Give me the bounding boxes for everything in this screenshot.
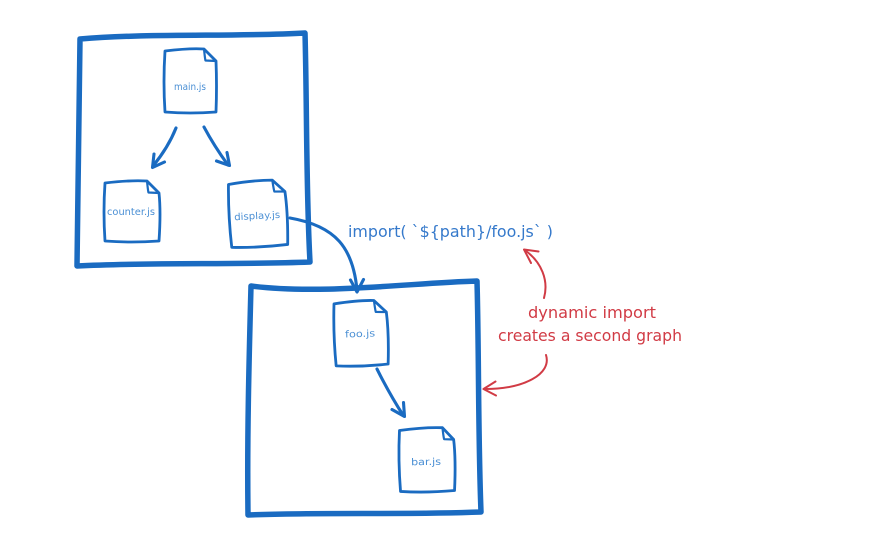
file-label-bar-js: bar.js	[411, 457, 441, 469]
file-fold-corner	[372, 299, 388, 314]
arrow-shaft	[484, 354, 548, 390]
file-outline	[102, 179, 162, 244]
file-fold-corner	[441, 426, 455, 441]
annotation-line-2: creates a second graph	[498, 326, 682, 345]
file-outline	[397, 426, 457, 494]
arrow-shaft	[151, 126, 178, 168]
static-import-graph: main.js counter.js display.js	[74, 30, 313, 269]
dynamic-import-arrow	[288, 216, 366, 294]
file-outline	[227, 178, 290, 249]
dynamic-import-graph: foo.js bar.js	[244, 278, 484, 518]
file-outline	[332, 299, 390, 368]
arrow-main-to-counter	[150, 126, 178, 170]
arrow-shaft	[375, 367, 405, 417]
file-label-foo-js: foo.js	[345, 328, 375, 340]
file-icon-foo-js: foo.js	[332, 299, 390, 368]
static-graph-box	[74, 30, 313, 269]
arrowhead	[482, 380, 497, 397]
arrow-main-to-display	[202, 125, 232, 168]
file-label-counter-js: counter.js	[107, 207, 155, 218]
arrowhead	[150, 152, 167, 170]
import-code-label: import( `${path}/foo.js` )	[348, 222, 553, 241]
annotation-arrow-to-graph	[482, 354, 548, 397]
file-outline	[162, 47, 218, 115]
file-fold-corner	[271, 179, 287, 193]
file-label-main-js: main.js	[174, 82, 206, 93]
arrow-foo-to-bar	[375, 367, 407, 419]
annotation-line-1: dynamic import	[528, 303, 656, 322]
file-fold-corner	[145, 179, 161, 195]
arrowhead	[348, 277, 366, 294]
annotation: dynamic import creates a second graph	[482, 248, 682, 397]
arrowhead	[523, 248, 540, 264]
file-fold-corner	[202, 47, 218, 63]
file-icon-bar-js: bar.js	[397, 426, 457, 494]
arrow-shaft	[525, 250, 547, 299]
arrowhead	[390, 400, 407, 419]
arrowhead	[214, 150, 232, 168]
file-icon-display-js: display.js	[227, 178, 290, 249]
annotation-arrow-to-code	[523, 248, 547, 299]
file-icon-counter-js: counter.js	[102, 179, 162, 244]
dynamic-graph-box	[244, 278, 484, 518]
file-icon-main-js: main.js	[162, 47, 218, 115]
arrow-shaft	[288, 216, 359, 292]
arrow-shaft	[202, 125, 230, 167]
file-label-display-js: display.js	[234, 210, 281, 223]
